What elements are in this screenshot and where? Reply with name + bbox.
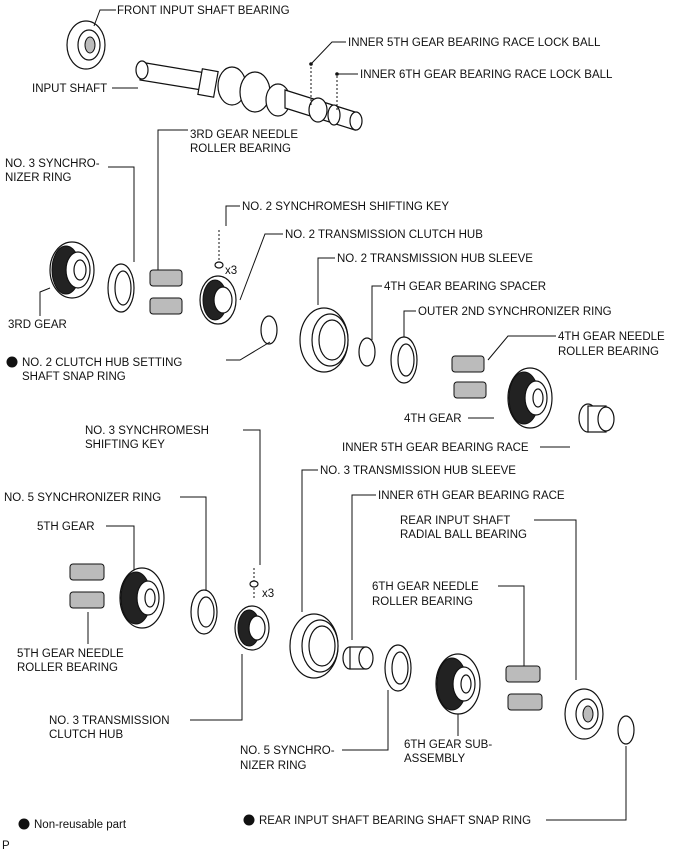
label-no3-synchro-ring-2: NIZER RING bbox=[5, 172, 72, 184]
label-no5-ring-top: NO. 5 SYNCHRONIZER RING bbox=[4, 492, 161, 504]
no5-synchronizer-ring-top bbox=[190, 589, 218, 635]
legend-non-reusable-label: Non-reusable part bbox=[34, 819, 127, 831]
label-front-input-shaft-bearing: FRONT INPUT SHAFT BEARING bbox=[117, 5, 290, 17]
sixth-gear-needle-roller-bearing bbox=[505, 665, 543, 711]
corner-mark: P bbox=[2, 840, 10, 852]
label-rear-bearing-2: RADIAL BALL BEARING bbox=[400, 529, 527, 541]
no2-clutch-hub-setting-snap-ring bbox=[260, 315, 278, 345]
label-rear-bearing-1: REAR INPUT SHAFT bbox=[400, 515, 510, 527]
label-inner-5th-race: INNER 5TH GEAR BEARING RACE bbox=[342, 442, 529, 454]
label-inner-6th-race: INNER 6TH GEAR BEARING RACE bbox=[378, 490, 565, 502]
no5-synchronizer-ring-bottom bbox=[384, 644, 412, 692]
label-no2-snap-ring-2: SHAFT SNAP RING bbox=[22, 371, 126, 383]
label-no2-snap-ring-1: NO. 2 CLUTCH HUB SETTING bbox=[22, 357, 182, 369]
label-no3-clutch-hub-1: NO. 3 TRANSMISSION bbox=[49, 715, 170, 727]
label-3rd-needle-2: ROLLER BEARING bbox=[190, 143, 291, 155]
label-inner-6th-lock-ball: INNER 6TH GEAR BEARING RACE LOCK BALL bbox=[360, 69, 613, 81]
label-rear-snap-ring: REAR INPUT SHAFT BEARING SHAFT SNAP RING bbox=[259, 815, 531, 827]
label-5th-gear: 5TH GEAR bbox=[37, 521, 95, 533]
label-no3-shifting-key-1: NO. 3 SYNCHROMESH bbox=[85, 425, 209, 437]
label-no3-synchro-ring-1: NO. 3 SYNCHRO- bbox=[5, 158, 100, 170]
label-no3-shifting-key-2: SHIFTING KEY bbox=[85, 439, 165, 451]
rear-input-shaft-radial-ball-bearing bbox=[564, 688, 604, 740]
label-no5-ring-bottom-2: NIZER RING bbox=[240, 760, 307, 772]
label-no2-hub-sleeve: NO. 2 TRANSMISSION HUB SLEEVE bbox=[337, 253, 533, 265]
outer-2nd-synchronizer-ring bbox=[390, 336, 418, 384]
label-6th-gear-2: ASSEMBLY bbox=[404, 753, 465, 765]
label-x3-a: x3 bbox=[225, 265, 237, 277]
legend-non-reusable-icon bbox=[18, 818, 30, 830]
label-6th-gear-1: 6TH GEAR SUB- bbox=[404, 739, 492, 751]
label-5th-needle-1: 5TH GEAR NEEDLE bbox=[17, 648, 124, 660]
fifth-gear-needle-roller-bearing bbox=[69, 563, 105, 609]
label-4th-gear: 4TH GEAR bbox=[404, 413, 462, 425]
label-4th-spacer: 4TH GEAR BEARING SPACER bbox=[384, 281, 546, 293]
inner-5th-gear-bearing-race bbox=[578, 403, 615, 433]
no3-transmission-clutch-hub bbox=[234, 605, 270, 651]
label-inner-5th-lock-ball: INNER 5TH GEAR BEARING RACE LOCK BALL bbox=[348, 37, 601, 49]
label-4th-needle-1: 4TH GEAR NEEDLE bbox=[558, 331, 665, 343]
label-6th-needle-1: 6TH GEAR NEEDLE bbox=[372, 581, 479, 593]
third-gear bbox=[49, 241, 95, 299]
inner-6th-gear-bearing-race bbox=[342, 646, 374, 670]
label-no3-clutch-hub-2: CLUTCH HUB bbox=[49, 729, 123, 741]
fourth-gear bbox=[507, 367, 553, 429]
label-3rd-needle-1: 3RD GEAR NEEDLE bbox=[190, 129, 298, 141]
no2-transmission-hub-sleeve bbox=[299, 307, 349, 373]
label-3rd-gear: 3RD GEAR bbox=[8, 319, 67, 331]
fifth-gear bbox=[119, 567, 165, 629]
label-4th-needle-2: ROLLER BEARING bbox=[558, 346, 659, 358]
label-6th-needle-2: ROLLER BEARING bbox=[372, 596, 473, 608]
no2-transmission-clutch-hub bbox=[199, 275, 237, 325]
label-no2-shifting-key: NO. 2 SYNCHROMESH SHIFTING KEY bbox=[242, 201, 449, 213]
label-x3-b: x3 bbox=[262, 588, 274, 600]
fourth-gear-bearing-spacer bbox=[358, 337, 376, 367]
label-no3-hub-sleeve: NO. 3 TRANSMISSION HUB SLEEVE bbox=[320, 465, 516, 477]
no2-shifting-key bbox=[214, 261, 224, 269]
label-no2-clutch-hub: NO. 2 TRANSMISSION CLUTCH HUB bbox=[285, 229, 483, 241]
non-reusable-marker-b bbox=[243, 814, 255, 826]
front-input-shaft-bearing bbox=[66, 20, 106, 70]
rear-input-shaft-bearing-snap-ring bbox=[617, 715, 635, 745]
label-5th-needle-2: ROLLER BEARING bbox=[17, 662, 118, 674]
non-reusable-marker-a bbox=[6, 356, 18, 368]
label-input-shaft: INPUT SHAFT bbox=[32, 83, 107, 95]
input-shaft bbox=[135, 60, 363, 131]
label-outer-2nd-ring: OUTER 2ND SYNCHRONIZER RING bbox=[418, 306, 612, 318]
no3-transmission-hub-sleeve bbox=[289, 613, 339, 679]
fourth-gear-needle-roller-bearing bbox=[451, 355, 487, 399]
label-no5-ring-bottom-1: NO. 5 SYNCHRO- bbox=[240, 745, 335, 757]
sixth-gear-sub-assembly bbox=[435, 653, 481, 715]
no3-shifting-key bbox=[249, 580, 259, 588]
no3-synchronizer-ring bbox=[107, 263, 135, 313]
third-gear-needle-roller-bearing bbox=[149, 269, 183, 315]
